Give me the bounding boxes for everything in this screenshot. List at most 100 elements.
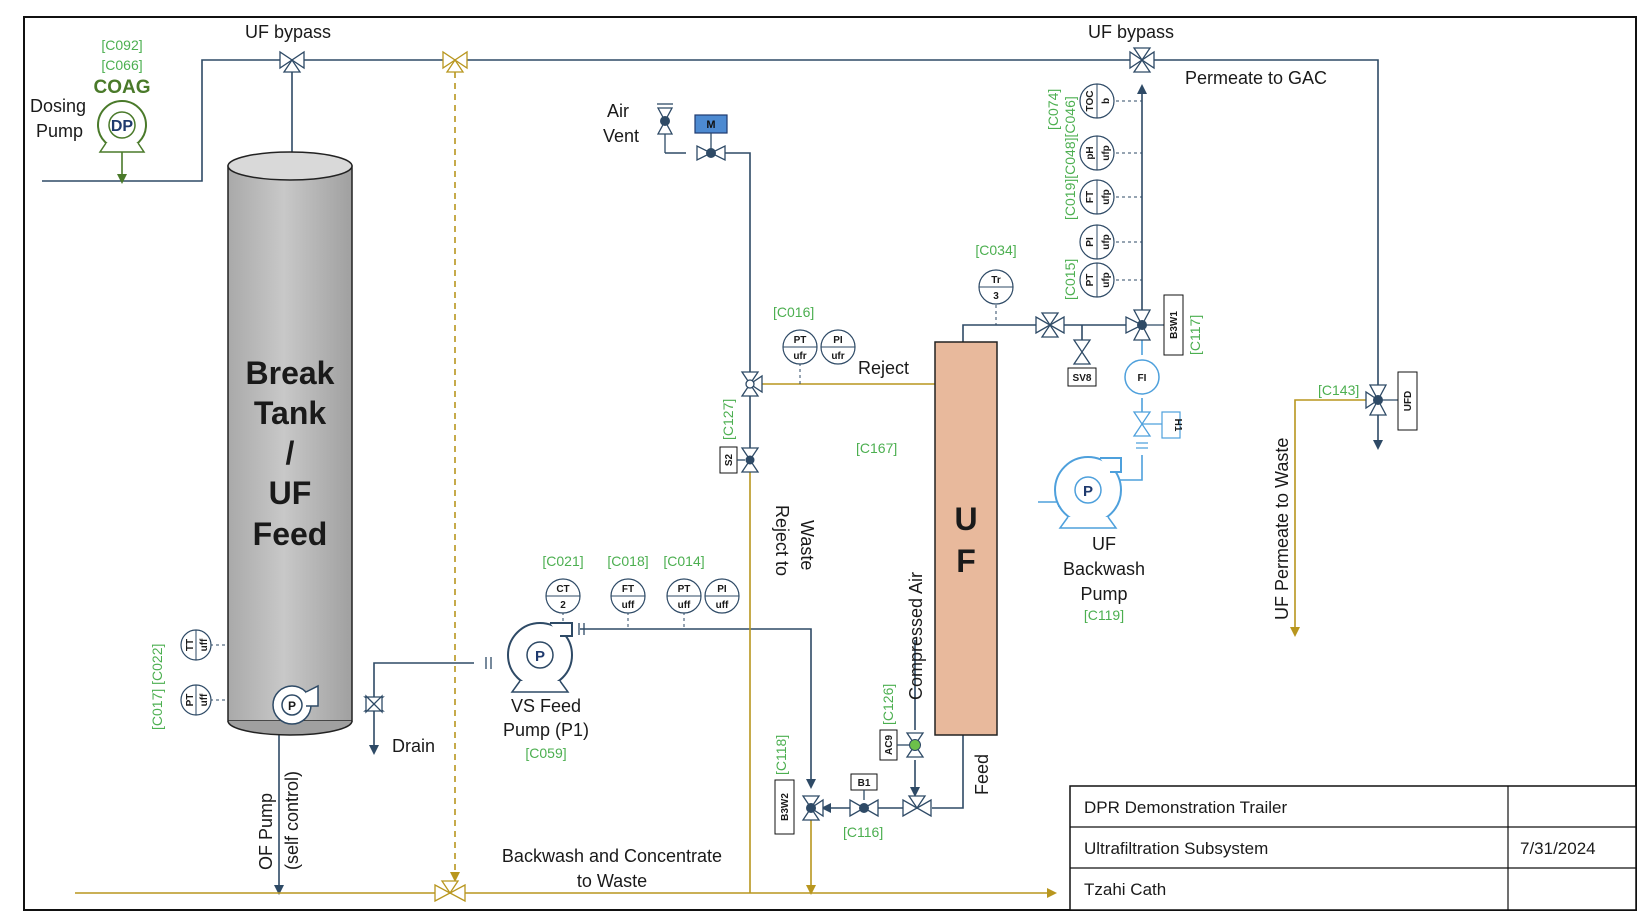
pip-top: PI	[1085, 237, 1096, 247]
of-pump-label-1: OF Pump	[256, 793, 276, 870]
dosing-pump-icon[interactable]: DP	[97, 100, 147, 153]
feed-inlet-valve[interactable]	[902, 795, 932, 818]
permeate-valve[interactable]	[1035, 312, 1065, 338]
b3w2-label: B3W2	[780, 793, 791, 821]
ph-top: pH	[1085, 146, 1096, 159]
tag-c066: [C066]	[101, 57, 142, 73]
dosing-label-2: Pump	[36, 121, 83, 141]
vs-feed-pump-icon[interactable]: P	[485, 622, 585, 693]
motor-letter: M	[706, 119, 715, 131]
pt-uff-tank-instrument[interactable]: PT uff	[180, 684, 212, 716]
uf-bypass-left-valve[interactable]	[279, 50, 305, 73]
tag-c127: [C127]	[720, 399, 736, 440]
air-vent-valve[interactable]	[656, 103, 674, 153]
reject-3way-valve[interactable]	[740, 371, 763, 397]
pi-top: PI	[717, 584, 727, 595]
vs-feed-label-2: Pump (P1)	[503, 720, 589, 740]
title-block: DPR Demonstration Trailer Ultrafiltratio…	[1069, 785, 1637, 911]
reject-waste-label-2: Waste	[797, 520, 817, 570]
ct-top: CT	[556, 584, 569, 595]
uf-bypass-right-valve[interactable]	[1129, 47, 1155, 73]
tr-3-instrument[interactable]: Tr 3	[978, 269, 1014, 305]
dp-letters: DP	[111, 118, 134, 135]
ft-uff-instrument[interactable]: FT uff	[610, 578, 646, 614]
instrument-taps	[210, 100, 1142, 701]
waste-bottom-valve[interactable]	[434, 880, 466, 903]
tag-c021: [C021]	[542, 553, 583, 569]
pi-uff-instrument[interactable]: PI uff	[704, 578, 740, 614]
tt-top: TT	[185, 639, 196, 651]
ptt-bot: uff	[199, 693, 210, 706]
pt-uff-instrument[interactable]: PT uff	[666, 578, 702, 614]
toc-b-instrument[interactable]: TOC b	[1079, 83, 1115, 119]
ptp-bot: ufp	[1101, 272, 1112, 288]
pi-ufp-instrument[interactable]: PI ufp	[1079, 224, 1115, 260]
tag-c143: [C143]	[1318, 382, 1359, 398]
bw-pump-letter: P	[1083, 483, 1093, 500]
b3w2-valve[interactable]: B3W2	[774, 779, 824, 835]
tag-c015: [C015]	[1062, 259, 1078, 300]
title-block-row2: Ultrafiltration Subsystem	[1084, 839, 1268, 858]
ptp-top: PT	[1085, 274, 1096, 287]
ptt-top: PT	[185, 694, 196, 707]
uf-bypass-mid-valve[interactable]	[442, 50, 468, 73]
ptr-top: PT	[794, 335, 807, 346]
ft-bot: uff	[622, 600, 635, 611]
ph-bot: ufp	[1101, 145, 1112, 161]
title-block-date: 7/31/2024	[1520, 839, 1596, 858]
uf-backwash-pump-icon[interactable]: P	[1054, 456, 1122, 529]
of-pump-label-2: (self control)	[282, 771, 302, 870]
ptr-bot: ufr	[793, 351, 806, 362]
motor-valve[interactable]: M	[694, 114, 728, 162]
b3w1-valve[interactable]: B3W1	[1125, 294, 1184, 356]
tag-c034: [C034]	[975, 242, 1016, 258]
break-tank[interactable]: Break Tank / UF Feed	[227, 151, 353, 736]
permeate-gac-label: Permeate to GAC	[1185, 68, 1327, 88]
coag-label: COAG	[94, 77, 151, 98]
pi-ufr-instrument[interactable]: PI ufr	[820, 329, 856, 365]
sv8-valve[interactable]: SV8	[1067, 339, 1097, 387]
ac9-valve[interactable]: AC9	[879, 729, 925, 761]
tag-c017-c022: [C017] [C022]	[149, 644, 165, 730]
tt-uff-instrument[interactable]: TT uff	[180, 629, 212, 661]
waste-piping	[75, 72, 1368, 898]
fi-label: FI	[1138, 373, 1147, 384]
tag-c117: [C117]	[1187, 315, 1203, 355]
of-pump-letter: P	[288, 699, 296, 713]
pt-ufp-instrument[interactable]: PT ufp	[1079, 262, 1115, 298]
tag-c016: [C016]	[773, 304, 814, 320]
drain-valve-icon[interactable]	[363, 694, 385, 714]
vs-pump-letter: P	[535, 648, 545, 665]
dosing-label-1: Dosing	[30, 96, 86, 116]
h1-valve[interactable]: H1	[1132, 411, 1183, 449]
fi-instrument[interactable]: FI	[1124, 359, 1160, 395]
ct-2-instrument[interactable]: CT 2	[545, 578, 581, 614]
ft-ufp-instrument[interactable]: FT ufp	[1079, 179, 1115, 215]
tag-c092: [C092]	[101, 37, 142, 53]
title-block-row1: DPR Demonstration Trailer	[1084, 798, 1287, 817]
of-pump-icon[interactable]: P	[272, 684, 319, 725]
air-vent-label-2: Vent	[603, 126, 639, 146]
uf-label-1: U	[954, 501, 977, 537]
tt-bot: uff	[199, 638, 210, 651]
uf-module[interactable]: U F	[934, 341, 998, 736]
s2-valve[interactable]: S2	[719, 446, 760, 474]
uf-bypass-left-label: UF bypass	[245, 22, 331, 42]
toc-top: TOC	[1085, 91, 1096, 112]
toc-bot: b	[1101, 98, 1112, 104]
uf-label-2: F	[956, 543, 976, 579]
tag-c014: [C014]	[663, 553, 704, 569]
pir-bot: ufr	[831, 351, 844, 362]
ac9-label: AC9	[884, 735, 895, 755]
tag-c118: [C118]	[773, 735, 789, 775]
ufd-valve[interactable]: UFD	[1365, 371, 1418, 431]
bw-conc-label-1: Backwash and Concentrate	[502, 846, 722, 866]
b1-valve[interactable]: B1	[849, 773, 879, 818]
ft-top: FT	[622, 584, 634, 595]
pip-bot: ufp	[1101, 234, 1112, 250]
ftp-bot: ufp	[1101, 189, 1112, 205]
tag-c167: [C167]	[856, 440, 897, 456]
pt-ufr-instrument[interactable]: PT ufr	[782, 329, 818, 365]
ph-ufp-instrument[interactable]: pH ufp	[1079, 135, 1115, 171]
uf-bw-label-3: Pump	[1080, 584, 1127, 604]
